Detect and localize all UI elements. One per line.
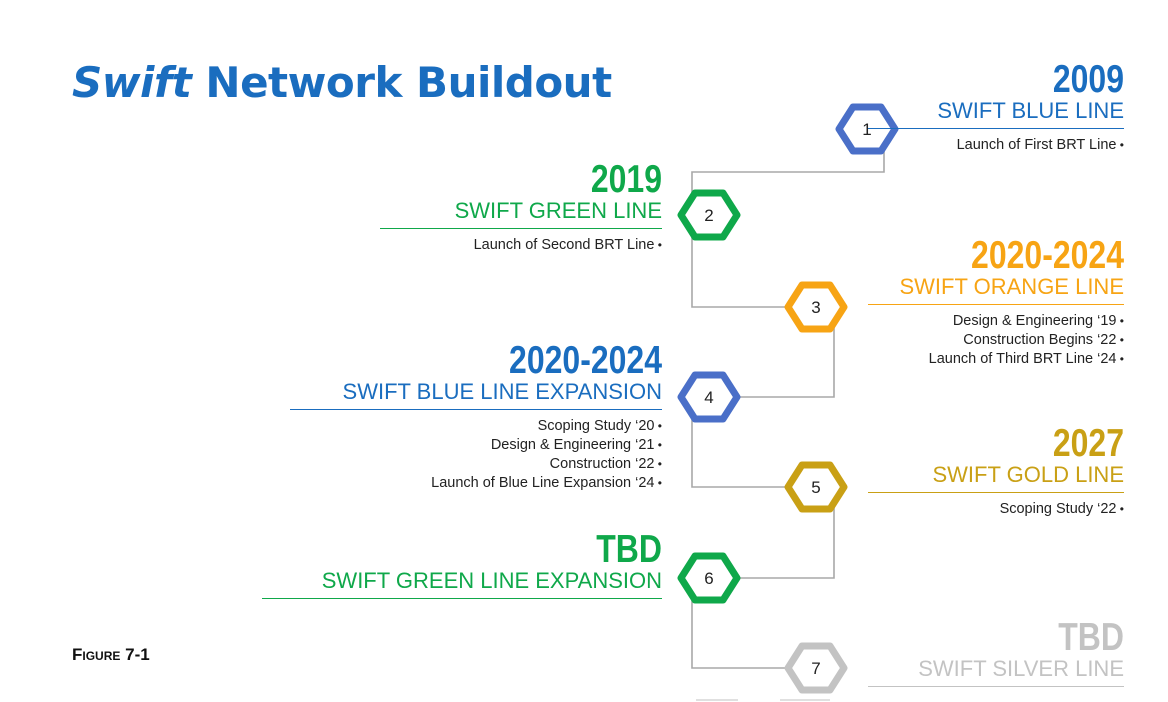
connector-line [691,596,790,669]
milestone-bullet: Launch of Second BRT Line [380,236,662,255]
hexagon-shape [784,461,848,513]
line-name: SWIFT GREEN LINE [454,198,662,223]
milestone-number: 2 [704,206,713,225]
milestone-number: 5 [811,478,820,497]
connector-line [691,233,790,308]
milestone-year: 2019 [590,158,662,201]
milestone-year: 2020-2024 [971,234,1124,277]
line-underline [290,409,662,410]
hexagon-shape [677,371,741,423]
line-underline [262,598,662,599]
title-rest: Network Buildout [191,58,612,107]
line-name: SWIFT ORANGE LINE [899,274,1124,299]
line-name: SWIFT GREEN LINE EXPANSION [321,568,662,593]
milestone-hexagon: 2 [677,189,741,241]
milestone-number: 1 [862,120,871,139]
line-underline [868,128,1124,129]
milestone-bullet: Scoping Study ‘22 [868,500,1124,519]
hexagon-shape [677,552,741,604]
page-title: Swift Network Buildout [72,58,612,107]
line-name: SWIFT BLUE LINE [937,98,1124,123]
milestone-hexagon: 7 [784,642,848,694]
milestone-bullet: Construction ‘22 [290,455,662,474]
line-underline [868,304,1124,305]
milestone-year: 2009 [1052,58,1124,101]
line-name: SWIFT BLUE LINE EXPANSION [342,379,662,404]
milestone-hexagon: 3 [784,281,848,333]
title-emphasis: Swift [72,58,192,107]
milestone-hexagon: 5 [784,461,848,513]
milestone-number: 6 [704,569,713,588]
milestone-bullet: Construction Begins ‘22 [868,331,1124,350]
milestone-year: 2027 [1052,422,1124,465]
milestone-hexagon: 6 [677,552,741,604]
milestone-bullet: Scoping Study ‘20 [290,417,662,436]
line-name: SWIFT GOLD LINE [932,462,1124,487]
connector-line [691,415,790,488]
milestone-year: TBD [596,528,662,571]
milestone-year: 2020-2024 [509,339,662,382]
connector-line [738,326,835,398]
line-underline [868,686,1124,687]
milestone-bullet: Launch of Third BRT Line ‘24 [868,350,1124,369]
figure-label: Figure 7-1 [72,645,150,664]
milestone-bullet: Design & Engineering ‘19 [868,312,1124,331]
milestone-bullet: Launch of Blue Line Expansion ‘24 [290,474,662,493]
hexagon-shape [677,189,741,241]
milestone-number: 7 [811,659,820,678]
line-underline [380,228,662,229]
line-name: SWIFT SILVER LINE [918,656,1124,681]
hexagon-shape [784,281,848,333]
connector-line [738,505,835,579]
milestone-number: 4 [704,388,713,407]
milestone-bullet: Design & Engineering ‘21 [290,436,662,455]
connector-line [691,147,885,197]
milestone-number: 3 [811,298,820,317]
milestone-hexagon: 4 [677,371,741,423]
milestone-bullet: Launch of First BRT Line [868,136,1124,155]
hexagon-shape [784,642,848,694]
milestone-year: TBD [1058,616,1124,659]
line-underline [868,492,1124,493]
